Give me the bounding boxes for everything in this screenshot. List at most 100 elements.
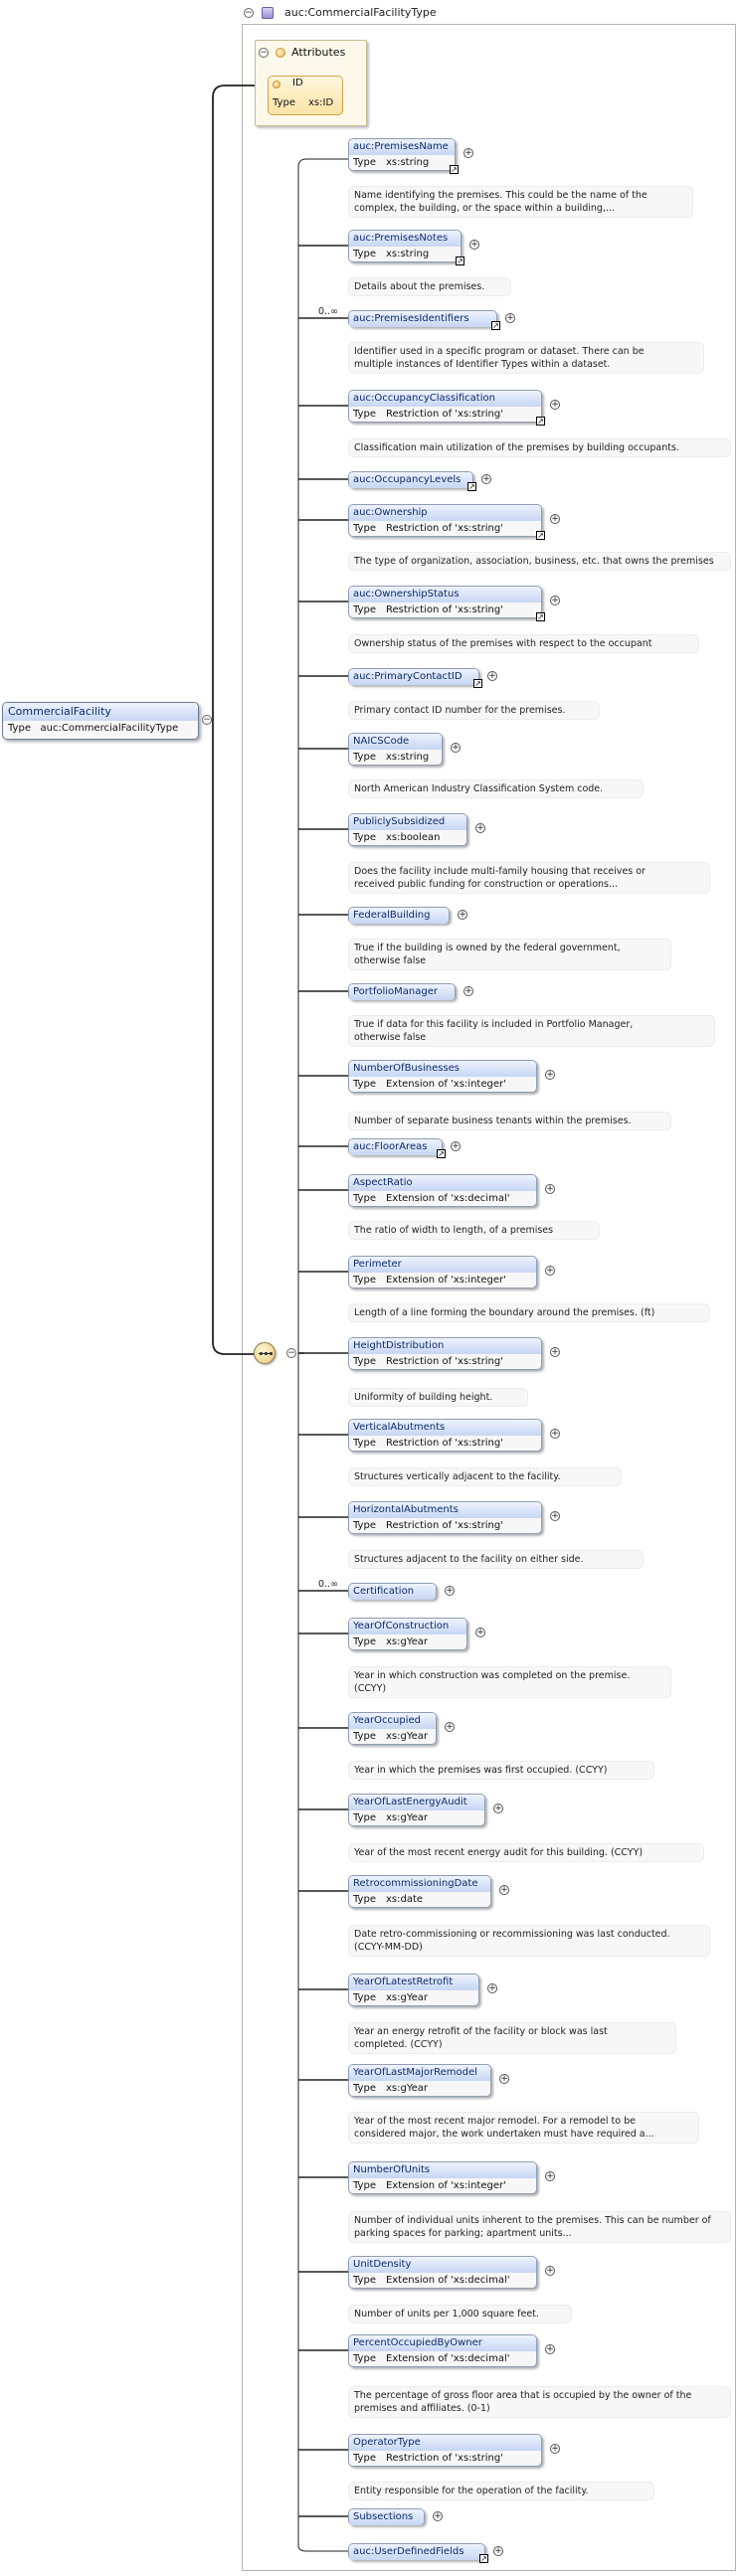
element-box[interactable]: Subsections — [348, 2508, 425, 2525]
expand-element-button[interactable]: + — [545, 2344, 555, 2354]
expand-element-button[interactable]: + — [545, 1266, 555, 1276]
expand-element-button[interactable]: + — [475, 1628, 485, 1637]
reference-arrow-icon[interactable]: ↗ — [473, 679, 482, 688]
element-box[interactable]: auc:UserDefinedFields — [348, 2543, 485, 2560]
element-type-key: Type — [353, 2180, 376, 2191]
element-box[interactable]: PortfolioManager — [348, 983, 456, 1000]
element-name: auc:OccupancyLevels — [349, 472, 472, 488]
expand-element-button[interactable]: + — [487, 671, 497, 681]
collapse-root-button[interactable]: − — [202, 715, 212, 725]
expand-element-button[interactable]: + — [493, 2546, 503, 2556]
expand-element-button[interactable]: + — [458, 910, 467, 920]
expand-element-button[interactable]: + — [499, 1885, 509, 1895]
element-documentation: North American Industry Classification S… — [348, 779, 644, 798]
element-name: YearOfLastMajorRemodel — [349, 2065, 490, 2081]
collapse-attributes-button[interactable]: − — [259, 48, 269, 58]
expand-element-button[interactable]: + — [445, 1586, 455, 1596]
expand-element-button[interactable]: + — [550, 400, 560, 410]
element-box[interactable]: FederalBuilding — [348, 907, 450, 924]
collapse-sequence-button[interactable]: − — [286, 1348, 296, 1358]
expand-element-button[interactable]: + — [475, 823, 485, 833]
expand-element-button[interactable]: + — [550, 1347, 560, 1357]
element-type-value: Restriction of 'xs:string' — [385, 409, 503, 420]
sequence-icon[interactable] — [254, 1342, 276, 1364]
expand-element-button[interactable]: + — [550, 514, 560, 524]
collapse-complex-type-button[interactable]: − — [244, 8, 254, 18]
expand-element-button[interactable]: + — [463, 986, 473, 996]
expand-element-button[interactable]: + — [499, 2074, 509, 2084]
reference-arrow-icon[interactable]: ↗ — [450, 165, 459, 174]
element-box[interactable]: auc:FloorAreas — [348, 1138, 443, 1155]
reference-arrow-icon[interactable]: ↗ — [536, 612, 545, 621]
expand-element-button[interactable]: + — [493, 1803, 503, 1813]
reference-arrow-icon[interactable]: ↗ — [456, 257, 464, 265]
element-documentation: Structures adjacent to the facility on e… — [348, 1550, 644, 1569]
expand-element-button[interactable]: + — [469, 240, 479, 250]
element-box[interactable]: auc:OccupancyLevels — [348, 471, 473, 488]
element-type-value: Restriction of 'xs:string' — [385, 604, 503, 615]
reference-arrow-icon[interactable]: ↗ — [437, 1149, 446, 1158]
expand-element-button[interactable]: + — [451, 743, 461, 753]
expand-element-button[interactable]: + — [545, 1070, 555, 1080]
reference-arrow-icon[interactable]: ↗ — [479, 2554, 488, 2563]
element-box[interactable]: Certification — [348, 1583, 437, 1600]
attributes-group: Attributes − ID Type xs:ID — [255, 40, 367, 126]
expand-element-button[interactable]: + — [451, 1141, 461, 1151]
element-type-value: xs:date — [385, 1894, 424, 1905]
expand-element-button[interactable]: + — [545, 1184, 555, 1194]
expand-element-button[interactable]: + — [445, 1722, 455, 1732]
element-box[interactable]: auc:PremisesIdentifiers — [348, 310, 497, 327]
expand-element-button[interactable]: + — [550, 1511, 560, 1521]
reference-arrow-icon[interactable]: ↗ — [467, 482, 476, 491]
documentation-line: Structures adjacent to the facility on e… — [354, 1554, 584, 1565]
element-box[interactable]: auc:PrimaryContactID — [348, 668, 479, 685]
element-type-key: Type — [353, 1079, 376, 1090]
reference-arrow-icon[interactable]: ↗ — [536, 417, 545, 426]
element-name: auc:OwnershipStatus — [349, 587, 541, 602]
expand-element-button[interactable]: + — [550, 1429, 560, 1439]
attribute-id[interactable]: ID Type xs:ID — [268, 76, 343, 115]
expand-element-button[interactable]: + — [545, 2266, 555, 2276]
expand-element-button[interactable]: + — [550, 596, 560, 605]
documentation-line: Name identifying the premises. This coul… — [354, 190, 648, 201]
reference-arrow-icon[interactable]: ↗ — [536, 531, 545, 540]
expand-element-button[interactable]: + — [545, 2171, 555, 2181]
documentation-line: complex, the building, or the space with… — [354, 203, 616, 214]
element-name: Subsections — [349, 2509, 424, 2525]
expand-element-button[interactable]: + — [433, 2511, 443, 2521]
reference-arrow-icon[interactable]: ↗ — [491, 321, 500, 330]
expand-element-button[interactable]: + — [487, 1983, 497, 1993]
expand-element-button[interactable]: + — [463, 148, 473, 158]
root-element[interactable]: CommercialFacility Type auc:CommercialFa… — [2, 702, 199, 740]
expand-element-button[interactable]: + — [505, 313, 515, 323]
expand-element-button[interactable]: + — [550, 2444, 560, 2454]
expand-element-button[interactable]: + — [481, 474, 491, 484]
element-name: NumberOfUnits — [349, 2162, 536, 2178]
